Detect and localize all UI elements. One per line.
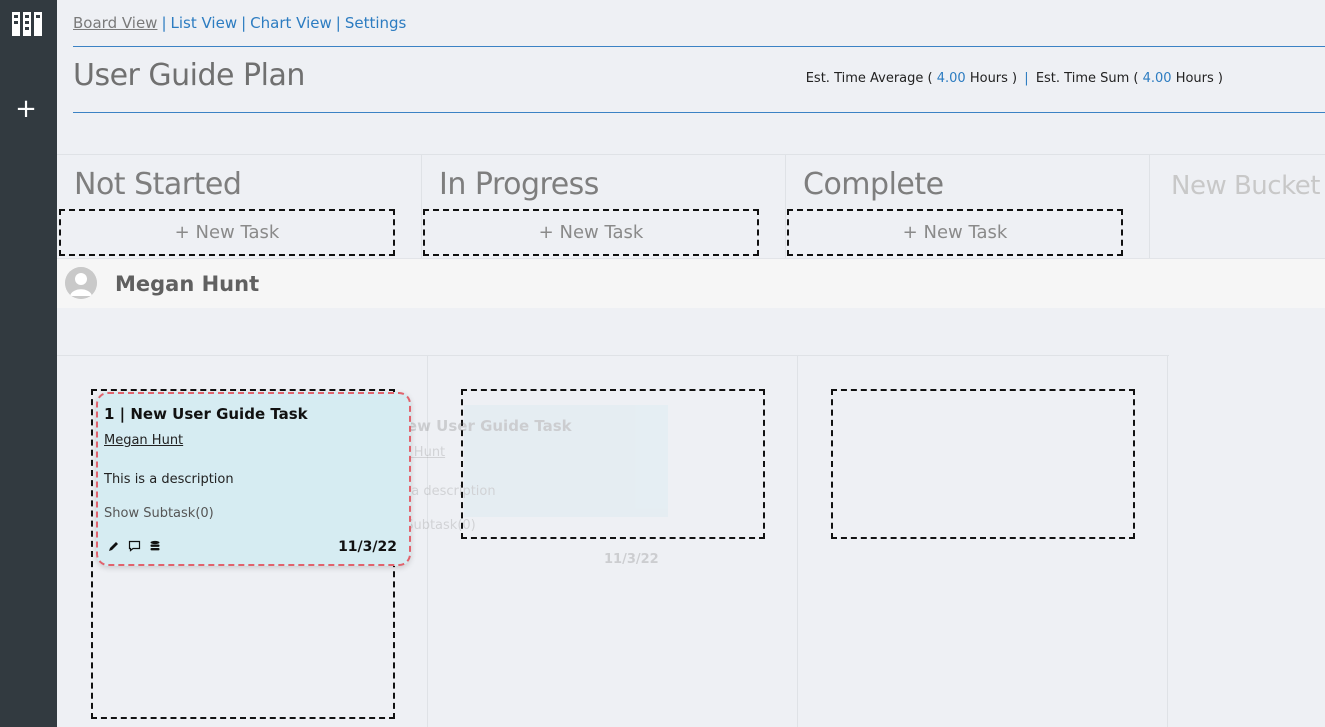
sum-unit: Hours ) xyxy=(1175,71,1223,86)
task-assignee[interactable]: Megan Hunt xyxy=(104,433,184,448)
left-rail: + xyxy=(0,0,57,727)
drop-zone[interactable] xyxy=(831,389,1135,539)
task-columns xyxy=(57,355,1169,727)
drag-preview-date: 11/3/22 xyxy=(604,552,659,567)
view-nav: Board View|List View|Chart View|Settings xyxy=(73,14,406,32)
header-divider xyxy=(73,46,1325,47)
plus-icon[interactable]: + xyxy=(15,94,37,124)
nav-separator: | xyxy=(335,14,341,32)
board-logo-icon[interactable] xyxy=(12,12,42,36)
bucket-title[interactable]: In Progress xyxy=(439,167,599,202)
sum-label: Est. Time Sum ( xyxy=(1035,71,1139,86)
column-not-started xyxy=(57,356,428,727)
nav-separator: | xyxy=(241,14,247,32)
swimlane-header[interactable]: Megan Hunt xyxy=(57,258,1325,308)
column-complete xyxy=(798,356,1168,727)
pencil-icon[interactable] xyxy=(108,540,120,552)
task-title[interactable]: 1 | New User Guide Task xyxy=(104,405,308,423)
drag-preview-title: 1 | New User Guide Task xyxy=(368,417,572,435)
task-actions xyxy=(108,540,161,552)
task-card[interactable]: 1 | New User Guide Task Megan Hunt This … xyxy=(96,392,411,566)
bucket-title[interactable]: Not Started xyxy=(74,167,242,202)
bucket-not-started: Not Started + New Task xyxy=(57,155,422,259)
nav-list-view[interactable]: List View xyxy=(170,14,238,32)
bucket-row: Not Started + New Task In Progress + New… xyxy=(57,154,1325,259)
time-stats: Est. Time Average ( 4.00 Hours ) | Est. … xyxy=(806,71,1223,86)
avg-label: Est. Time Average ( xyxy=(805,71,933,86)
nav-board-view[interactable]: Board View xyxy=(73,14,158,32)
task-due-date: 11/3/22 xyxy=(338,539,397,555)
header-divider xyxy=(73,112,1325,113)
database-icon[interactable] xyxy=(149,540,161,552)
plan-header: Board View|List View|Chart View|Settings… xyxy=(57,0,1325,154)
new-task-button[interactable]: + New Task xyxy=(59,209,395,256)
drag-preview-bg xyxy=(464,405,668,517)
nav-chart-view[interactable]: Chart View xyxy=(250,14,332,32)
avg-value: 4.00 xyxy=(936,71,966,86)
comment-icon[interactable] xyxy=(128,540,141,552)
page-title: User Guide Plan xyxy=(73,58,305,93)
nav-separator: | xyxy=(161,14,167,32)
bucket-in-progress: In Progress + New Task xyxy=(422,155,786,259)
avg-unit: Hours ) xyxy=(969,71,1018,86)
user-avatar-icon xyxy=(65,267,97,299)
nav-settings[interactable]: Settings xyxy=(344,14,407,32)
sum-value: 4.00 xyxy=(1142,71,1172,86)
new-task-button[interactable]: + New Task xyxy=(423,209,759,256)
stats-separator: | xyxy=(1024,71,1029,86)
swimlane-name: Megan Hunt xyxy=(115,272,260,296)
show-subtask-link[interactable]: Show Subtask(0) xyxy=(104,506,214,521)
new-task-button[interactable]: + New Task xyxy=(787,209,1123,256)
task-description: This is a description xyxy=(104,472,234,487)
new-bucket-input[interactable]: New Bucket xyxy=(1171,171,1320,201)
bucket-title[interactable]: Complete xyxy=(803,167,944,202)
drop-zone[interactable] xyxy=(461,389,765,539)
bucket-complete: Complete + New Task xyxy=(786,155,1150,259)
column-in-progress xyxy=(428,356,798,727)
bucket-new: New Bucket xyxy=(1150,155,1325,259)
